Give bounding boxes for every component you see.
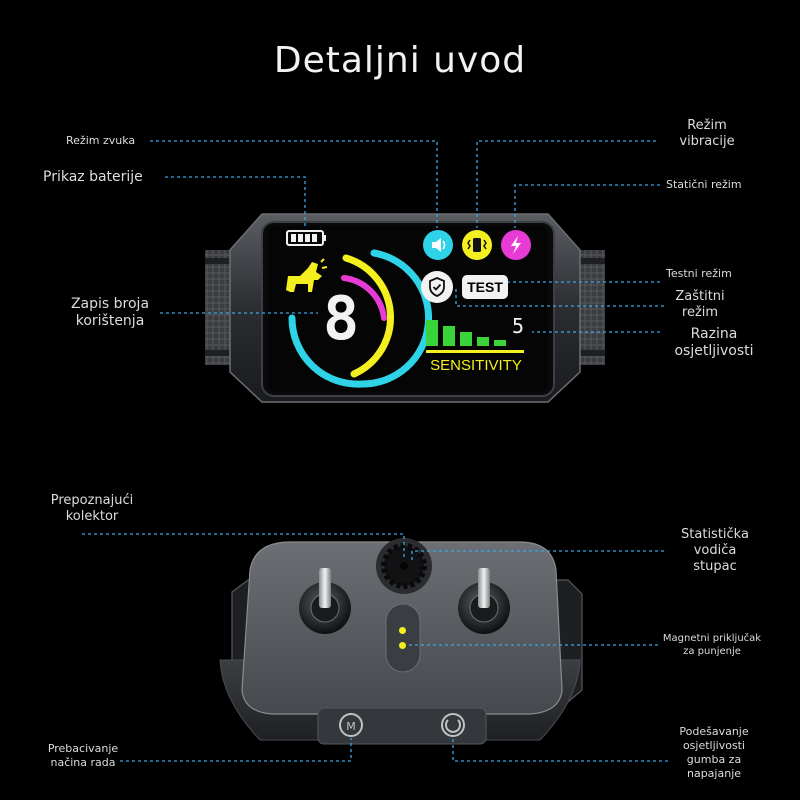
test-badge: TEST [462,275,508,299]
label-recognition-collector: Prepoznajući kolektor [50,493,134,524]
label-vibration-mode: Režim vibracije [679,118,735,149]
charging-led-bottom [399,642,406,649]
contact-knob-right [458,568,510,634]
protection-mode-icon [421,271,453,303]
label-test-mode: Testni režim [666,267,732,280]
level-rings [288,249,433,388]
vibration-mode-icon [462,230,492,260]
leader-lines [82,140,668,762]
sensitivity-bar [443,326,455,346]
sensitivity-text: SENSITIVITY [430,357,522,374]
sensitivity-bar [477,337,489,346]
mode-switch-button: M [339,713,363,737]
static-mode-icon [501,230,531,260]
charging-led-top [399,627,406,634]
sensitivity-bars [426,318,516,346]
label-sound-mode: Režim zvuka [66,134,136,147]
label-static-mode: Statični režim [666,178,742,191]
power-button [441,713,465,737]
sensitivity-level-value: 5 [512,314,525,338]
label-usage-count: Zapis broja korištenja [70,296,150,329]
contact-knob-left [299,568,351,634]
sound-mode-icon [423,230,453,260]
svg-text:M: M [346,720,356,733]
label-sensitivity-level: Razina osjetljivosti [674,326,754,359]
usage-count-digit: 8 [322,284,360,354]
recognition-sensor [376,538,432,594]
label-magnetic-charging: Magnetni priključak za punjenje [662,633,762,657]
label-protection-mode: Zaštitni režim [675,289,725,320]
sensitivity-bar [426,320,438,346]
charging-port [385,603,421,673]
sensitivity-underline [426,350,524,353]
label-battery-display: Prikaz baterije [43,169,143,185]
sensitivity-bar [494,340,506,346]
label-sensitivity-power-button: Podešavanje osjetljivosti gumba za napaj… [679,725,749,780]
sensitivity-bar [460,332,472,346]
label-mode-switch: Prebacivanje načina rada [47,742,119,769]
page-title: Detaljni uvod [273,40,527,81]
label-static-guide-pillar: Statistička vodiča stupac [681,527,749,574]
battery-icon [286,230,326,246]
dog-icon [286,258,328,292]
